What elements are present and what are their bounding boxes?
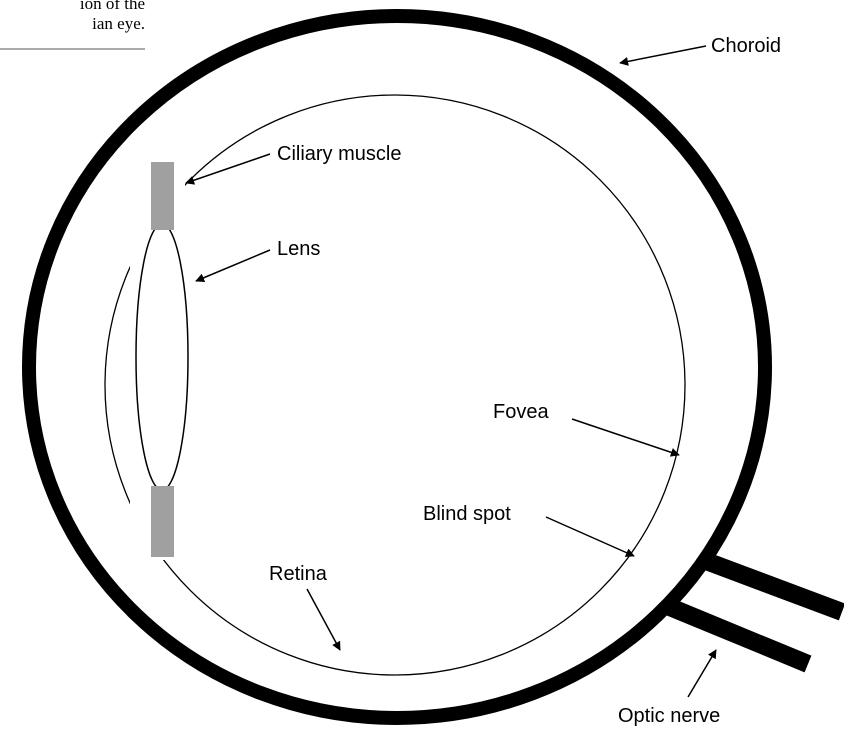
label-blind-spot: Blind spot: [423, 503, 511, 525]
ciliary-muscle-lower: [151, 486, 174, 557]
lens-shape: [136, 224, 188, 490]
label-retina: Retina: [269, 563, 328, 585]
optic-nerve-arrow: [688, 650, 716, 697]
label-fovea: Fovea: [493, 401, 549, 423]
ciliary-muscle-upper: [151, 162, 174, 230]
optic-nerve-upper-strand: [690, 555, 842, 612]
choroid-arrow: [620, 46, 706, 63]
optic-nerve-lower-strand: [665, 605, 808, 664]
label-ciliary-muscle: Ciliary muscle: [277, 143, 401, 165]
label-optic-nerve: Optic nerve: [618, 705, 720, 727]
label-choroid: Choroid: [711, 35, 781, 57]
label-lens: Lens: [277, 238, 320, 260]
